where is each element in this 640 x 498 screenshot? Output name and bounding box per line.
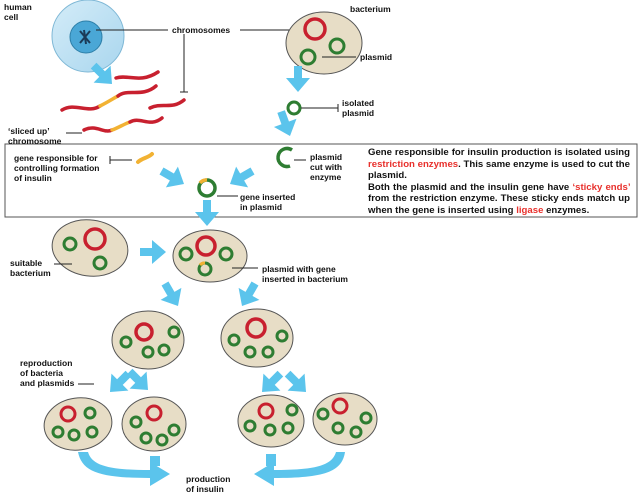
isolated-plasmid [286, 100, 302, 116]
label-bacterium-top: bacterium [350, 4, 391, 14]
bacterium-gen2-right [220, 308, 294, 368]
highlight-ligase: ligase [516, 204, 544, 216]
bacterium-top [285, 11, 363, 75]
chromosome-fragments [60, 70, 186, 133]
info-box [4, 143, 638, 218]
bacterium-gen3-2 [121, 396, 187, 452]
arrow [279, 365, 315, 401]
label-plasmid: plasmid [360, 52, 392, 62]
human-cell [51, 0, 125, 73]
arrow [224, 160, 259, 195]
suitable-bacterium [51, 219, 129, 277]
bacterium-gen3-4 [312, 392, 378, 446]
bacterium-gen2-left [111, 310, 185, 370]
arrow [231, 277, 266, 312]
info-paragraph-1: Gene responsible for insulin production … [368, 147, 630, 182]
arrow [140, 240, 166, 264]
recombinant-plasmid [197, 178, 217, 198]
cut-plasmid [276, 146, 293, 169]
arrow [195, 200, 219, 226]
label-chromosomes: chromosomes [172, 25, 230, 35]
bacterium-gen3-3 [237, 394, 305, 448]
production-arrows [78, 452, 345, 486]
arrow [155, 160, 190, 195]
info-text: Gene responsible for insulin production … [368, 147, 630, 217]
highlight-restriction-enzymes: restriction enzymes [368, 158, 459, 170]
insulin-gene [136, 152, 154, 164]
info-paragraph-2: Both the plasmid and the insulin gene ha… [368, 181, 630, 216]
arrow [154, 277, 189, 312]
label-sliced-chromosome: ‘sliced up’chromosome [8, 126, 62, 146]
highlight-sticky-ends: ‘sticky ends’ [572, 181, 630, 193]
bacterium-with-gene [172, 229, 248, 283]
bacterium-gen3-1 [43, 397, 113, 451]
